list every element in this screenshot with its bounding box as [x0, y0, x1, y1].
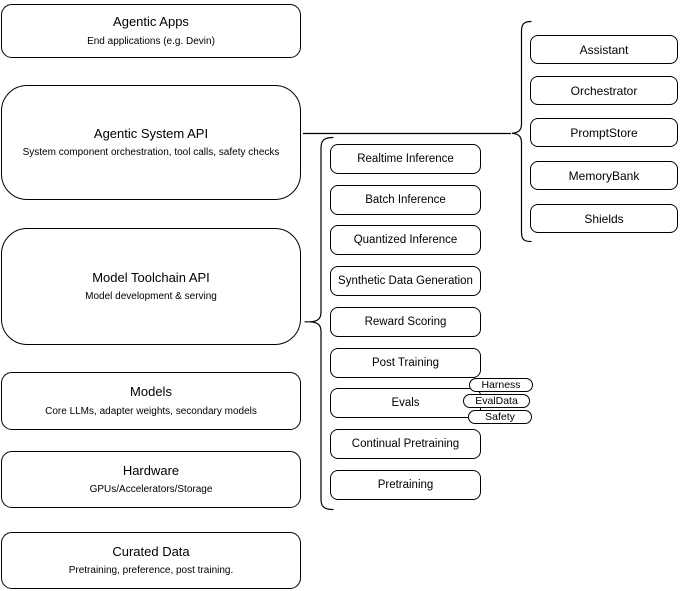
node-label: Post Training: [371, 357, 440, 369]
tag-label: Harness: [481, 379, 521, 391]
node-subtitle: Model development & serving: [85, 291, 217, 303]
node-subtitle: GPUs/Accelerators/Storage: [89, 484, 213, 496]
node-model-toolchain-api: Model Toolchain API Model development & …: [1, 228, 301, 345]
node-subtitle: Pretraining, preference, post training.: [68, 565, 234, 577]
system-components-brace: [511, 20, 532, 243]
node-pretraining: Pretraining: [330, 470, 481, 500]
node-assistant: Assistant: [530, 35, 678, 64]
node-label: Realtime Inference: [357, 153, 454, 165]
toolchain-brace: [304, 136, 334, 511]
node-label: Orchestrator: [570, 83, 638, 98]
node-batch-inference: Batch Inference: [330, 185, 481, 215]
node-label: Evals: [391, 397, 420, 409]
node-title: Models: [130, 384, 172, 400]
node-subtitle: End applications (e.g. Devin): [87, 35, 215, 47]
node-subtitle: Core LLMs, adapter weights, secondary mo…: [45, 405, 257, 417]
node-post-training: Post Training: [330, 348, 481, 378]
node-hardware: Hardware GPUs/Accelerators/Storage: [1, 451, 301, 508]
node-title: Hardware: [122, 462, 180, 478]
node-subtitle: System component orchestration, tool cal…: [22, 147, 280, 159]
node-label: Pretraining: [377, 479, 434, 491]
node-label: Assistant: [579, 42, 629, 57]
node-evals: Evals: [330, 388, 481, 418]
node-shields: Shields: [530, 204, 678, 233]
node-label: PromptStore: [570, 125, 638, 140]
node-realtime-inference: Realtime Inference: [330, 144, 481, 174]
node-title: Agentic Apps: [113, 14, 189, 30]
node-synthetic-data-generation: Synthetic Data Generation: [330, 266, 481, 296]
tag-label: Safety: [485, 411, 515, 423]
node-title: Agentic System API: [93, 125, 209, 141]
node-title: Model Toolchain API: [92, 269, 210, 285]
node-models: Models Core LLMs, adapter weights, secon…: [1, 372, 301, 430]
node-agentic-system-api: Agentic System API System component orch…: [1, 85, 301, 200]
node-memorybank: MemoryBank: [530, 161, 678, 190]
tag-evaldata: EvalData: [463, 394, 530, 408]
node-label: MemoryBank: [568, 168, 640, 183]
tag-label: EvalData: [475, 395, 518, 407]
node-label: Quantized Inference: [353, 234, 458, 246]
node-title: Curated Data: [112, 543, 190, 559]
node-curated-data: Curated Data Pretraining, preference, po…: [1, 532, 301, 589]
node-promptstore: PromptStore: [530, 118, 678, 147]
node-label: Batch Inference: [365, 194, 446, 206]
node-label: Reward Scoring: [364, 316, 447, 328]
node-orchestrator: Orchestrator: [530, 76, 678, 105]
node-agentic-apps: Agentic Apps End applications (e.g. Devi…: [1, 4, 301, 58]
tag-safety: Safety: [468, 410, 532, 424]
node-label: Synthetic Data Generation: [338, 275, 473, 287]
node-continual-pretraining: Continual Pretraining: [330, 429, 481, 459]
tag-harness: Harness: [469, 378, 533, 392]
node-quantized-inference: Quantized Inference: [330, 225, 481, 255]
node-label: Shields: [584, 211, 624, 226]
node-reward-scoring: Reward Scoring: [330, 307, 481, 337]
node-label: Continual Pretraining: [351, 438, 460, 450]
